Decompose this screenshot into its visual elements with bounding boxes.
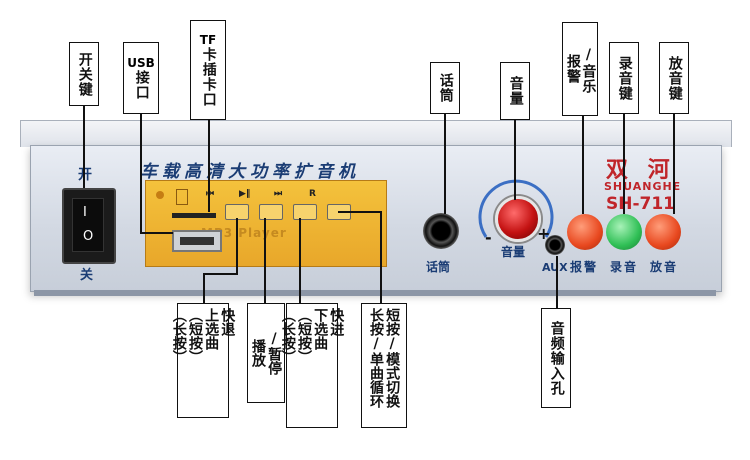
next-button[interactable] (293, 204, 317, 220)
callout-play-pause-c2: /暂停 (266, 331, 283, 375)
record-label: 录音 (610, 260, 639, 274)
mp3-module: MP3 Player ⏮ ▶‖ ⏭ R (145, 180, 387, 267)
callout-prev-c3: 快退 (219, 308, 236, 336)
leader-playback (673, 114, 675, 214)
switch-on-label: 开 (78, 167, 92, 183)
leader-mic (444, 114, 446, 214)
callout-play-pause-c1: 播放 (250, 339, 266, 367)
callout-mode-c2: 短按/模式切换 (384, 308, 401, 408)
record-button[interactable] (606, 214, 642, 250)
callout-tf-text-1: TF (199, 33, 217, 47)
callout-next-c1: （长按） (279, 308, 296, 364)
callout-next-c4: 下选曲 (312, 308, 329, 350)
callout-aux: 音频输入孔 (541, 308, 571, 408)
leader-power (83, 106, 85, 188)
callout-power: 开关键 (69, 42, 99, 106)
leader-usb (140, 114, 142, 232)
callout-power-text: 开关键 (76, 51, 93, 97)
switch-off-mark: O (83, 229, 94, 244)
leader-usb-h (140, 232, 173, 234)
callout-volume: 音量 (500, 62, 530, 120)
leader-aux (556, 256, 558, 308)
power-rocker[interactable]: I O (72, 198, 104, 252)
callout-playback-text: 放音键 (666, 55, 683, 101)
mic-jack-label: 话筒 (426, 260, 451, 274)
leader-next (299, 218, 301, 303)
callout-next: （长按） （短按） 快进 下选曲 (280, 303, 344, 428)
leader-mode (380, 211, 382, 303)
callout-alarm-text-1: 报警 (565, 54, 581, 84)
callout-prev-actions: 快退 上选曲 (203, 308, 235, 350)
leader-prev-h (203, 273, 238, 275)
callout-volume-text: 音量 (507, 76, 524, 106)
switch-on-mark: I (83, 205, 87, 220)
leader-tf (208, 120, 210, 212)
alarm-label: 报警 (570, 260, 599, 274)
aux-label: AUX (542, 261, 568, 274)
callout-aux-text: 音频输入孔 (548, 320, 565, 396)
callout-prev-c4: 上选曲 (203, 308, 220, 350)
callout-prev: （长按） （短按） 快退 上选曲 (171, 303, 235, 418)
leader-record (623, 114, 625, 214)
panel-title: 车载高清大功率扩音机 (140, 162, 360, 182)
callout-usb: USB 接口 (123, 42, 159, 114)
play-pause-button[interactable] (259, 204, 283, 220)
brand-english: SHUANGHE (604, 180, 682, 193)
callout-usb-text-2: 接口 (133, 70, 150, 100)
leader-prev (236, 218, 238, 274)
brand-chinese: 双 河 (606, 157, 676, 183)
alarm-music-button[interactable] (567, 214, 603, 250)
switch-off-label: 关 (80, 268, 94, 283)
model-number: SH-711 (606, 194, 676, 214)
tf-card-icon (176, 189, 188, 205)
callout-next-actions: 快进 下选曲 (312, 308, 344, 350)
tf-card-slot[interactable] (172, 213, 216, 218)
usb-port[interactable] (172, 230, 222, 252)
callout-mode-c1: 长按/单曲循环 (368, 308, 384, 408)
callout-record: 录音键 (609, 42, 639, 114)
playback-button[interactable] (645, 214, 681, 250)
power-switch[interactable]: I O (62, 188, 116, 264)
usb-port-inner (180, 237, 214, 245)
callout-playback: 放音键 (659, 42, 689, 114)
volume-scale-arc (478, 179, 554, 238)
callout-alarm: 报警 /音乐 (562, 22, 598, 116)
callout-prev-c2: （短按） (187, 308, 203, 364)
playback-label: 放音 (650, 260, 679, 274)
callout-usb-text-1: USB (127, 56, 155, 70)
callout-next-c2: （短按） (296, 308, 312, 364)
play-pause-icon: ▶‖ (239, 189, 251, 199)
device-top-edge (20, 120, 732, 147)
volume-knob-label: 音量 (501, 245, 526, 259)
callout-mic-text: 话筒 (437, 73, 454, 103)
mode-icon: R (309, 189, 316, 199)
callout-record-text: 录音键 (616, 55, 633, 101)
ir-sensor (156, 191, 164, 199)
leader-volume (514, 120, 516, 200)
module-icon-row: ⏮ ▶‖ ⏭ R (206, 189, 366, 207)
callout-mode: 长按/单曲循环 短按/模式切换 (361, 303, 407, 428)
volume-minus: - (485, 228, 492, 247)
leader-prev-v (203, 273, 205, 303)
leader-play-pause (264, 218, 266, 303)
prev-icon: ⏮ (206, 189, 215, 199)
leader-alarm (582, 116, 584, 214)
next-icon: ⏭ (274, 189, 283, 199)
callout-alarm-text-2: /音乐 (580, 46, 597, 94)
callout-next-c3: 快进 (328, 308, 345, 336)
callout-tf-text-2: 卡插卡口 (200, 47, 217, 107)
callout-mic: 话筒 (430, 62, 460, 114)
leader-mode-h (338, 211, 380, 213)
callout-prev-c1: （长按） (170, 308, 187, 364)
device-bottom-edge (34, 290, 716, 296)
mic-jack[interactable] (423, 213, 459, 249)
aux-jack[interactable] (545, 235, 565, 255)
volume-knob[interactable] (495, 196, 541, 242)
callout-tf: TF 卡插卡口 (190, 20, 226, 120)
callout-play-pause: 播放 /暂停 (247, 303, 285, 403)
